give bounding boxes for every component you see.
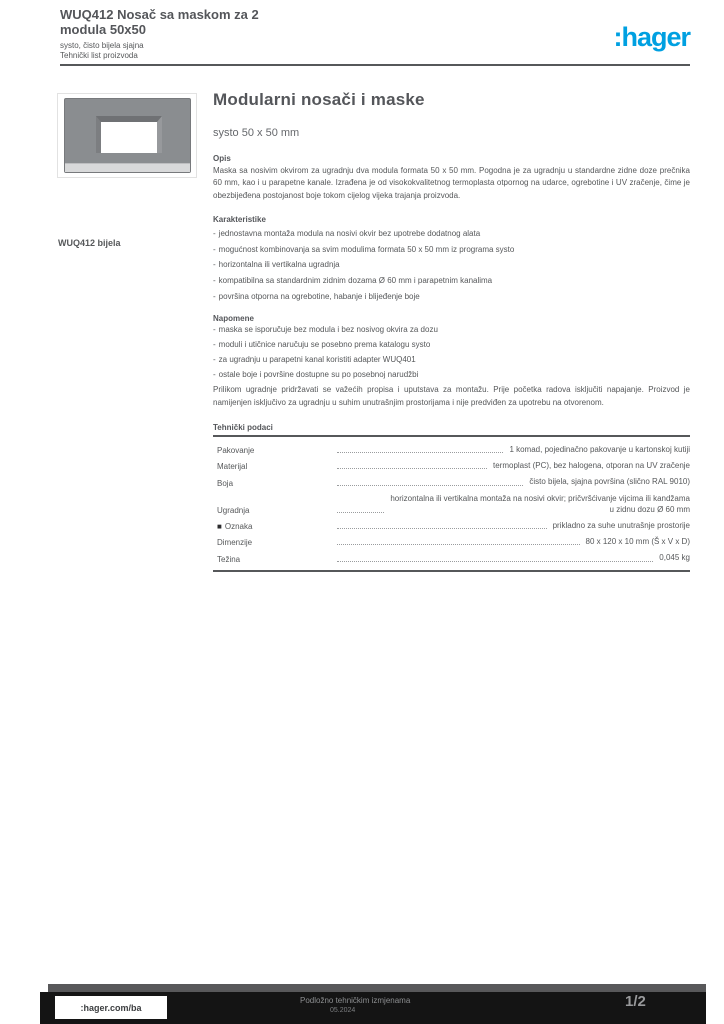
- table-row: Dimenzije 80 x 120 x 10 mm (Š x V x D): [213, 533, 690, 549]
- dotted-leader: [337, 528, 547, 530]
- table-row: Ugradnja horizontalna ili vertikalna mon…: [213, 490, 690, 517]
- feature-text: površina otporna na ogrebotine, habanje …: [218, 291, 420, 301]
- dotted-leader: [337, 452, 504, 454]
- bullet-dash-icon: -: [213, 325, 216, 335]
- footer-top-strip: [48, 984, 706, 992]
- range-subtitle: systo 50 x 50 mm: [213, 127, 300, 139]
- feature-text: horizontalna ili vertikalna ugradnja: [218, 260, 340, 270]
- table-top-rule: [213, 435, 690, 438]
- list-item: -kompatibilna sa standardnim zidnim doza…: [213, 273, 690, 289]
- footer-bar: :hager.com/ba Podložno tehničkim izmjena…: [40, 992, 706, 1024]
- spec-label: Boja: [217, 478, 234, 488]
- dotted-leader: [337, 544, 580, 546]
- features-list: -jednostavna montaža modula na nosivi ok…: [213, 226, 690, 304]
- filled-square-icon: ■: [217, 522, 222, 532]
- notes-closing-text: Prilikom ugradnje pridržavati se važećih…: [213, 385, 690, 407]
- dotted-leader: [337, 560, 654, 562]
- dotted-leader: [337, 468, 487, 470]
- spec-label: Pakovanje: [217, 446, 255, 456]
- page-number: 1/2: [625, 993, 646, 1010]
- spec-value: horizontalna ili vertikalna montaža na n…: [390, 493, 690, 514]
- note-text: moduli i utičnice naručuju se posebno pr…: [218, 339, 431, 349]
- note-text: ostale boje i površine dostupne su po po…: [218, 369, 419, 379]
- footer-center-text: Podložno tehničkim izmjenama 05.2024: [300, 995, 410, 1016]
- list-item: -površina otporna na ogrebotine, habanje…: [213, 289, 690, 305]
- features-heading: Karakteristike: [213, 215, 266, 225]
- footer-disclaimer: Podložno tehničkim izmjenama: [300, 996, 411, 1005]
- spec-table: Pakovanje 1 komad, pojedinačno pakovanje…: [213, 437, 690, 566]
- header-divider: [60, 64, 690, 66]
- product-image-caption: WUQ412 bijela: [58, 238, 121, 248]
- notes-heading: Napomene: [213, 314, 254, 324]
- document-type-label: Tehnički list proizvoda: [60, 50, 138, 60]
- spec-label: Težina: [217, 554, 241, 564]
- table-row: Materijal termoplast (PC), bez halogena,…: [213, 457, 690, 473]
- list-item: -jednostavna montaža modula na nosivi ok…: [213, 226, 690, 242]
- list-item: -ostale boje i površine dostupne su po p…: [213, 368, 690, 383]
- notes-section: Napomene -maska se isporučuje bez modula…: [213, 314, 690, 409]
- note-text: maska se isporučuje bez modula i bez nos…: [218, 325, 438, 335]
- feature-text: kompatibilna sa standardnim zidnim dozam…: [218, 275, 493, 285]
- spec-label: Dimenzije: [217, 538, 253, 548]
- main-content: Modularni nosači i maske systo 50 x 50 m…: [213, 90, 690, 572]
- spec-label: Materijal: [217, 462, 248, 472]
- feature-text: jednostavna montaža modula na nosivi okv…: [218, 229, 481, 239]
- spec-value: 1 komad, pojedinačno pakovanje u kartons…: [509, 445, 690, 455]
- spec-value: termoplast (PC), bez halogena, otporan n…: [493, 461, 690, 471]
- list-item: -maska se isporučuje bez modula i bez no…: [213, 323, 690, 338]
- footer-date: 05.2024: [330, 1007, 356, 1015]
- description-heading: Opis: [213, 154, 231, 163]
- bullet-dash-icon: -: [213, 229, 216, 239]
- bullet-dash-icon: -: [213, 339, 216, 349]
- list-item: -moduli i utičnice naručuju se posebno p…: [213, 338, 690, 353]
- list-item: -mogućnost kombinovanja sa svim modulima…: [213, 242, 690, 258]
- cover-frame-graphic: [64, 98, 191, 173]
- spec-value: čisto bijela, sjajna površina (slično RA…: [529, 477, 690, 487]
- technical-data-heading: Tehnički podaci: [213, 423, 273, 433]
- list-item: -horizontalna ili vertikalna ugradnja: [213, 257, 690, 273]
- bullet-dash-icon: -: [213, 369, 216, 379]
- list-item: -za ugradnju u parapetni kanal koristiti…: [213, 353, 690, 368]
- note-text: za ugradnju u parapetni kanal koristiti …: [218, 354, 416, 364]
- description-text: Maska sa nosivim okvirom za ugradnju dva…: [213, 166, 690, 200]
- spec-value: prikladno za suhe unutrašnje prostorije: [552, 521, 690, 531]
- spec-label: ■Oznaka: [217, 522, 335, 531]
- frame-opening: [96, 116, 162, 153]
- dotted-leader: [337, 512, 384, 514]
- table-row: Pakovanje 1 komad, pojedinačno pakovanje…: [213, 441, 690, 457]
- table-bottom-rule: [213, 569, 690, 572]
- table-row: ■Oznaka prikladno za suhe unutrašnje pro…: [213, 517, 690, 533]
- feature-text: mogućnost kombinovanja sa svim modulima …: [218, 244, 515, 254]
- product-title: WUQ412 Nosač sa maskom za 2 modula 50x50: [60, 7, 259, 37]
- spec-value: 80 x 120 x 10 mm (Š x V x D): [585, 537, 690, 547]
- table-row: Boja čisto bijela, sjajna površina (slič…: [213, 473, 690, 489]
- spec-value: 0,045 kg: [659, 553, 690, 563]
- technical-data-section: Tehnički podaci Pakovanje 1 komad, pojed…: [213, 423, 690, 572]
- bullet-dash-icon: -: [213, 291, 216, 301]
- header-title-block: WUQ412 Nosač sa maskom za 2 modula 50x50…: [60, 7, 280, 60]
- product-subtitle: systo, čisto bijela sjajna: [60, 40, 144, 50]
- frame-bottom-edge: [65, 163, 190, 172]
- bullet-dash-icon: -: [213, 275, 216, 285]
- bullet-dash-icon: -: [213, 354, 216, 364]
- spec-label-text: Oznaka: [224, 522, 253, 532]
- page-title: Modularni nosači i maske: [213, 90, 425, 109]
- bullet-dash-icon: -: [213, 260, 216, 270]
- hager-website-link[interactable]: :hager.com/ba: [55, 996, 167, 1019]
- table-row: Težina 0,045 kg: [213, 549, 690, 565]
- hager-logo: :hager: [613, 22, 691, 52]
- spec-label: Ugradnja: [217, 506, 250, 516]
- bullet-dash-icon: -: [213, 244, 216, 254]
- product-image: [57, 93, 197, 178]
- dotted-leader: [337, 484, 524, 486]
